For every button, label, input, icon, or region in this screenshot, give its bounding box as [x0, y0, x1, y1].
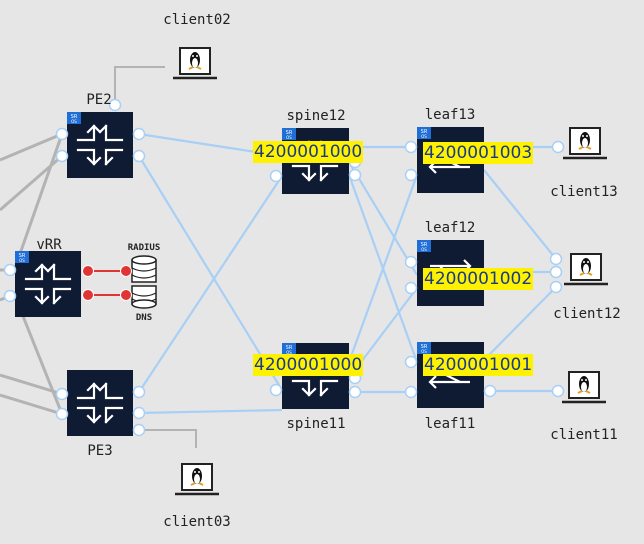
gray-links [0, 66, 197, 448]
link-pe3-upstream-2 [0, 393, 63, 416]
device-pe3 [67, 370, 133, 436]
link-pe2-spine11 [138, 155, 283, 391]
label-pe2: PE2 [86, 92, 112, 108]
database-icon-radius [131, 255, 157, 283]
label-client12: client12 [553, 306, 621, 322]
label-client03: client03 [163, 514, 231, 530]
red-links [88, 270, 126, 296]
device-pe2 [67, 112, 133, 178]
linux-laptop-icon-client02 [171, 46, 219, 80]
label-vrr: vRR [36, 237, 62, 253]
label-spine12: spine12 [286, 108, 346, 124]
label-dns: DNS [135, 313, 153, 323]
label-client02: client02 [163, 12, 231, 28]
asn-spine11: 4200001000 [253, 354, 364, 376]
label-spine11: spine11 [286, 416, 346, 432]
database-icon-dns [131, 285, 157, 309]
link-pe2-upstream-1 [0, 132, 63, 162]
link-pe2-client02 [114, 66, 165, 105]
label-client13: client13 [550, 184, 618, 200]
asn-leaf11: 4200001001 [423, 354, 534, 376]
link-pe3-client03 [139, 429, 197, 448]
linux-laptop-icon-client12 [562, 252, 610, 286]
asn-leaf12: 4200001002 [423, 268, 534, 290]
red-ports [82, 265, 132, 301]
label-client11: client11 [550, 427, 618, 443]
link-pe3-spine12 [138, 175, 283, 393]
asn-leaf13: 4200001003 [423, 142, 534, 164]
label-leaf12: leaf12 [424, 220, 476, 236]
linux-laptop-icon-client13 [561, 126, 609, 160]
device-vrr [15, 251, 81, 317]
device-spine11 [282, 343, 349, 409]
link-spine11-leaf13 [347, 174, 419, 363]
link-spine12-leaf12 [348, 161, 418, 276]
label-leaf13: leaf13 [424, 107, 476, 123]
link-pe3-spine11 [138, 408, 283, 415]
linux-laptop-icon-client11 [560, 370, 608, 404]
link-vrr-pe2 [13, 133, 64, 269]
label-radius: RADIUS [127, 243, 161, 253]
label-leaf11: leaf11 [424, 416, 476, 432]
link-leaf11-client12 [483, 286, 557, 361]
link-leaf13-client12 [483, 169, 557, 260]
linux-laptop-icon-client03 [173, 462, 221, 496]
asn-spine12: 4200001000 [253, 141, 364, 163]
label-pe3: PE3 [87, 443, 113, 459]
